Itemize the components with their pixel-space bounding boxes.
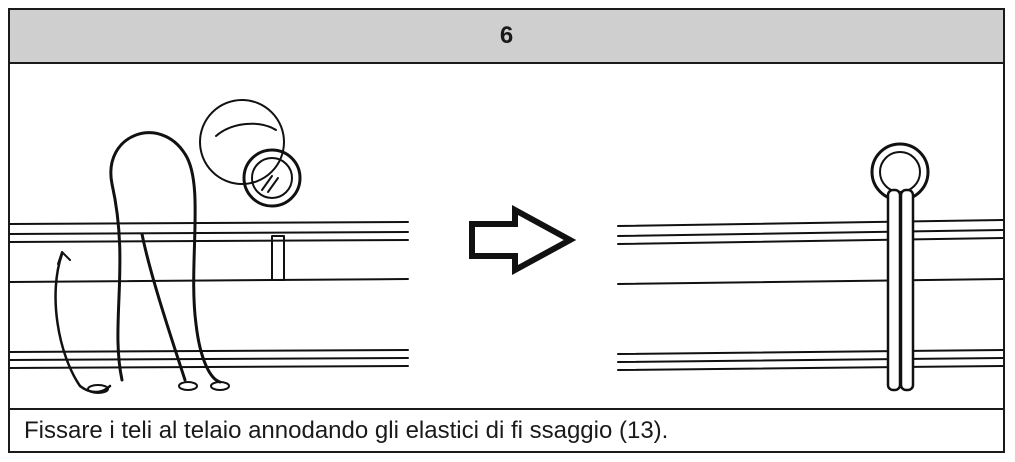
- instruction-panel: 6: [8, 8, 1005, 453]
- illustration-area: [10, 64, 1003, 409]
- caption-bar: Fissare i teli al telaio annodando gli e…: [10, 408, 1003, 451]
- elastic-loop-tied-icon: [617, 142, 1003, 392]
- instruction-text: Fissare i teli al telaio annodando gli e…: [24, 416, 669, 444]
- step-header: 6: [10, 10, 1003, 64]
- elastic-loop-untied-icon: [10, 99, 409, 394]
- step-number: 6: [499, 22, 514, 49]
- arrow-right-icon: [469, 204, 577, 276]
